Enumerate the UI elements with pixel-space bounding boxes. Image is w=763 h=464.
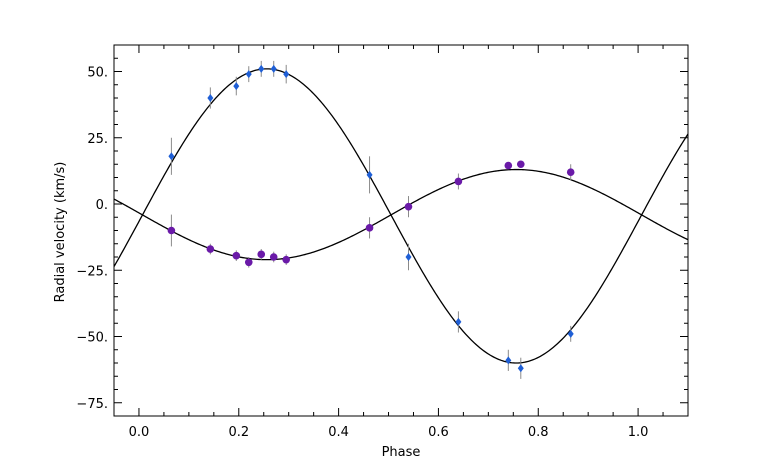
- circle-point: [206, 245, 215, 253]
- fit-curve: [113, 168, 689, 261]
- circle-point: [454, 177, 463, 186]
- circle-point: [244, 258, 253, 267]
- diamond-point: [233, 82, 240, 91]
- diamond-point: [283, 70, 290, 79]
- circle-point: [404, 202, 413, 211]
- circle-point: [257, 250, 266, 259]
- x-tick-label: 1.0: [628, 425, 649, 440]
- x-tick-label: 0.2: [228, 425, 249, 440]
- diamond-point: [270, 64, 277, 73]
- diamond-point: [245, 70, 252, 79]
- diamond-point: [168, 152, 175, 161]
- circle-point: [516, 160, 525, 169]
- y-tick-label: −50.: [76, 331, 108, 346]
- error-bars: [170, 60, 572, 379]
- diamond-point: [207, 94, 214, 102]
- diamond-point: [405, 253, 412, 261]
- data-points: [167, 64, 575, 373]
- y-tick-label: 0.: [96, 198, 108, 213]
- diamond-point: [258, 64, 265, 73]
- fit-curves: [113, 68, 689, 364]
- y-axis-label: Radial velocity (km/s): [53, 162, 68, 303]
- x-axis-label: Phase: [382, 445, 421, 460]
- x-tick-label: 0.4: [328, 425, 349, 440]
- diamond-point: [517, 364, 524, 373]
- circle-point: [167, 226, 176, 235]
- diamond-point: [567, 329, 574, 338]
- x-tick-label: 0.6: [428, 425, 449, 440]
- diamond-point: [366, 170, 373, 179]
- x-tick-label: 0.8: [528, 425, 549, 440]
- y-tick-label: −25.: [76, 264, 108, 279]
- x-tick-label: 0.0: [129, 425, 150, 440]
- y-tick-label: 25.: [87, 132, 108, 147]
- tick-labels: 0.0 0.2 0.4 0.6 0.8 1.0 50. 25. 0. −25. −50. −75.: [76, 66, 648, 441]
- y-tick-label: −75.: [76, 397, 108, 412]
- circle-point: [232, 251, 241, 260]
- circle-point: [269, 253, 278, 261]
- circle-point: [566, 168, 575, 176]
- fit-curve: [113, 68, 689, 364]
- diamond-point: [455, 317, 462, 326]
- circle-point: [282, 255, 291, 264]
- circle-point: [504, 161, 513, 170]
- plot-frame: [113, 44, 689, 417]
- y-tick-label: 50.: [87, 66, 108, 81]
- diamond-point: [505, 356, 512, 365]
- axis-ticks: [113, 45, 688, 416]
- circle-point: [365, 224, 374, 232]
